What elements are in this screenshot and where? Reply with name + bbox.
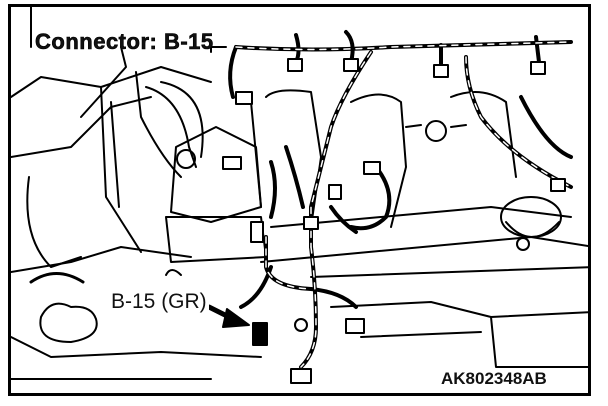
connector-callout-label: B-15 (GR): [109, 290, 209, 314]
callout-curl: [165, 269, 182, 276]
engine-harness-illustration: [11, 7, 588, 384]
callout-arrow: [206, 304, 250, 328]
diagram-title: Connector: B-15: [35, 29, 214, 55]
connector-b15: [252, 322, 268, 346]
harness-dash-overlay: [235, 41, 572, 368]
diagram-frame: Connector: B-15 B-15 (GR) AK802348AB: [8, 4, 591, 396]
wiring-harness: [228, 30, 573, 369]
engine-outline: [11, 7, 588, 380]
figure-code: AK802348AB: [441, 369, 547, 388]
callout-lead: [29, 272, 85, 284]
connectors: [222, 58, 566, 384]
